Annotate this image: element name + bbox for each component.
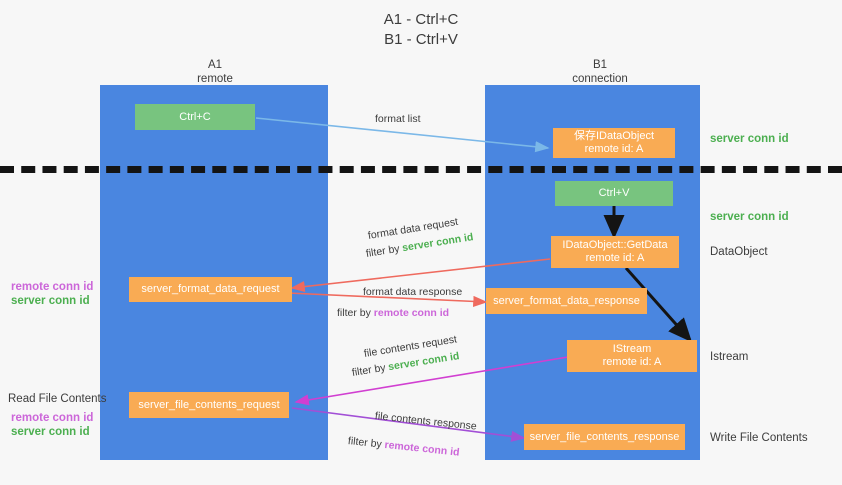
box-save-idataobject[interactable]: 保存IDataObject remote id: A	[553, 128, 675, 158]
box-ctrl-c[interactable]: Ctrl+C	[135, 104, 255, 130]
box-server-format-data-request[interactable]: server_format_data_request	[129, 277, 292, 302]
label-read-file-contents: Read File Contents	[8, 393, 107, 405]
arrow-label-file-contents-response: file contents response	[374, 410, 478, 433]
filter-prefix-3: filter by	[351, 361, 390, 379]
label-server-conn-id-second: server conn id	[710, 211, 789, 223]
box-server-file-contents-response[interactable]: server_file_contents_response	[524, 424, 685, 450]
box-getdata[interactable]: IDataObject::GetData remote id: A	[551, 236, 679, 268]
label-server-conn-id-lower: server conn id	[11, 426, 90, 438]
divider-dashed-line	[0, 166, 842, 173]
label-server-conn-id-upper: server conn id	[11, 295, 90, 307]
label-server-conn-id-top: server conn id	[710, 133, 789, 145]
label-remote-conn-id-lower: remote conn id	[11, 412, 94, 424]
lane-header-b1: B1 connection	[572, 59, 628, 85]
arrow-label-format-list: format list	[375, 113, 421, 125]
page-title: A1 - Ctrl+C B1 - Ctrl+V	[383, 11, 459, 48]
label-dataobject: DataObject	[710, 246, 768, 258]
label-remote-conn-id-upper: remote conn id	[11, 281, 94, 293]
label-write-file-contents: Write File Contents	[710, 432, 808, 444]
arrow-label-format-data-response-filter: filter by remote conn id	[337, 306, 449, 320]
label-istream: Istream	[710, 351, 749, 363]
filter-prefix-2: filter by	[337, 307, 374, 319]
filter-prefix-1: filter by	[365, 242, 404, 260]
filter-value-remote-conn-id-1: remote conn id	[373, 307, 450, 319]
arrow-label-file-contents-response-filter: filter by remote conn id	[347, 434, 460, 460]
box-ctrl-v[interactable]: Ctrl+V	[555, 181, 673, 206]
box-server-format-data-response[interactable]: server_format_data_response	[486, 288, 647, 314]
arrow-label-format-data-response: format data response	[363, 286, 463, 298]
lane-header-a1: A1 remote	[197, 59, 233, 85]
box-istream[interactable]: IStream remote id: A	[567, 340, 697, 372]
filter-prefix-4: filter by	[347, 435, 386, 451]
filter-value-remote-conn-id-2: remote conn id	[383, 438, 461, 459]
box-server-file-contents-request[interactable]: server_file_contents_request	[129, 392, 289, 418]
